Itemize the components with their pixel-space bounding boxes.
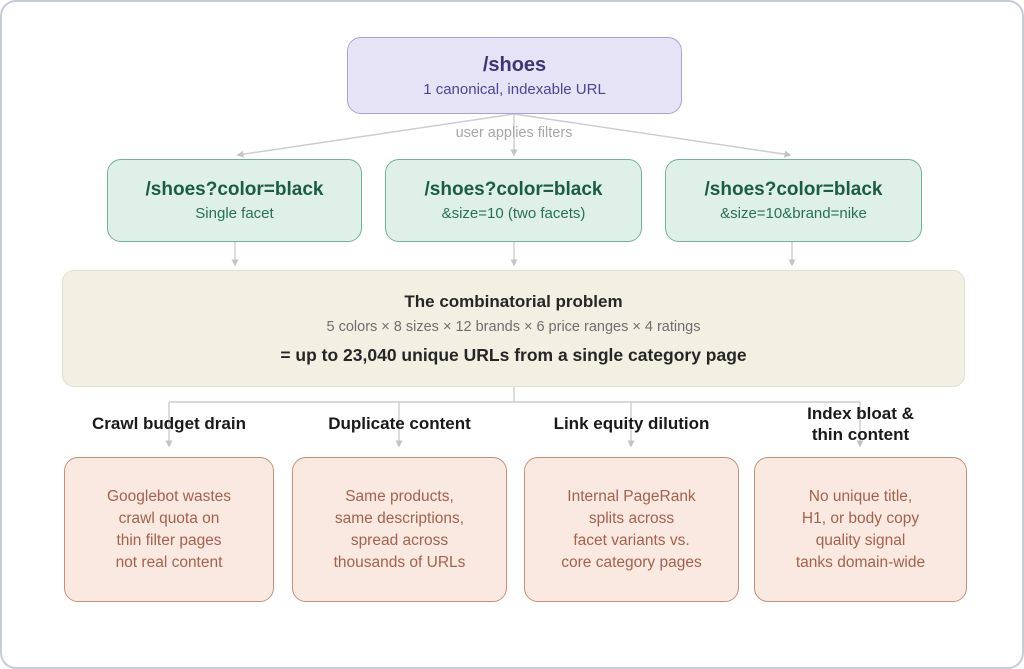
facet-url: /shoes?color=black [704,179,883,200]
root-url-node: /shoes 1 canonical, indexable URL [347,37,682,114]
facet-node-single: /shoes?color=black Single facet [107,159,362,242]
facet-subtitle: Single facet [195,205,274,222]
combinatorial-result: = up to 23,040 unique URLs from a single… [280,344,747,365]
heading-crawl-budget-drain: Crawl budget drain [92,414,246,434]
combinatorial-formula: 5 colors × 8 sizes × 12 brands × 6 price… [326,318,701,335]
root-url-title: /shoes [482,53,547,76]
facet-url: /shoes?color=black [424,179,603,200]
combinatorial-title: The combinatorial problem [404,291,623,311]
consequence-box-crawl-budget: Googlebot wastes crawl quota on thin fil… [64,457,274,602]
heading-index-bloat-thin-content: Index bloat & thin content [807,403,914,444]
facet-subtitle: &size=10&brand=nike [720,205,867,222]
consequence-box-link-equity: Internal PageRank splits across facet va… [524,457,739,602]
facet-node-three-facets: /shoes?color=black &size=10&brand=nike [665,159,922,242]
consequence-box-duplicate-content: Same products, same descriptions, spread… [292,457,507,602]
facet-node-two-facets: /shoes?color=black &size=10 (two facets) [385,159,642,242]
heading-duplicate-content: Duplicate content [328,414,471,434]
edge-label-user-applies-filters: user applies filters [455,125,573,141]
facet-subtitle: &size=10 (two facets) [441,205,586,222]
facet-url: /shoes?color=black [145,179,324,200]
consequence-box-index-bloat: No unique title, H1, or body copy qualit… [754,457,967,602]
combinatorial-problem-box: The combinatorial problem 5 colors × 8 s… [62,270,965,387]
root-url-subtitle: 1 canonical, indexable URL [423,80,606,98]
heading-link-equity-dilution: Link equity dilution [553,414,710,434]
